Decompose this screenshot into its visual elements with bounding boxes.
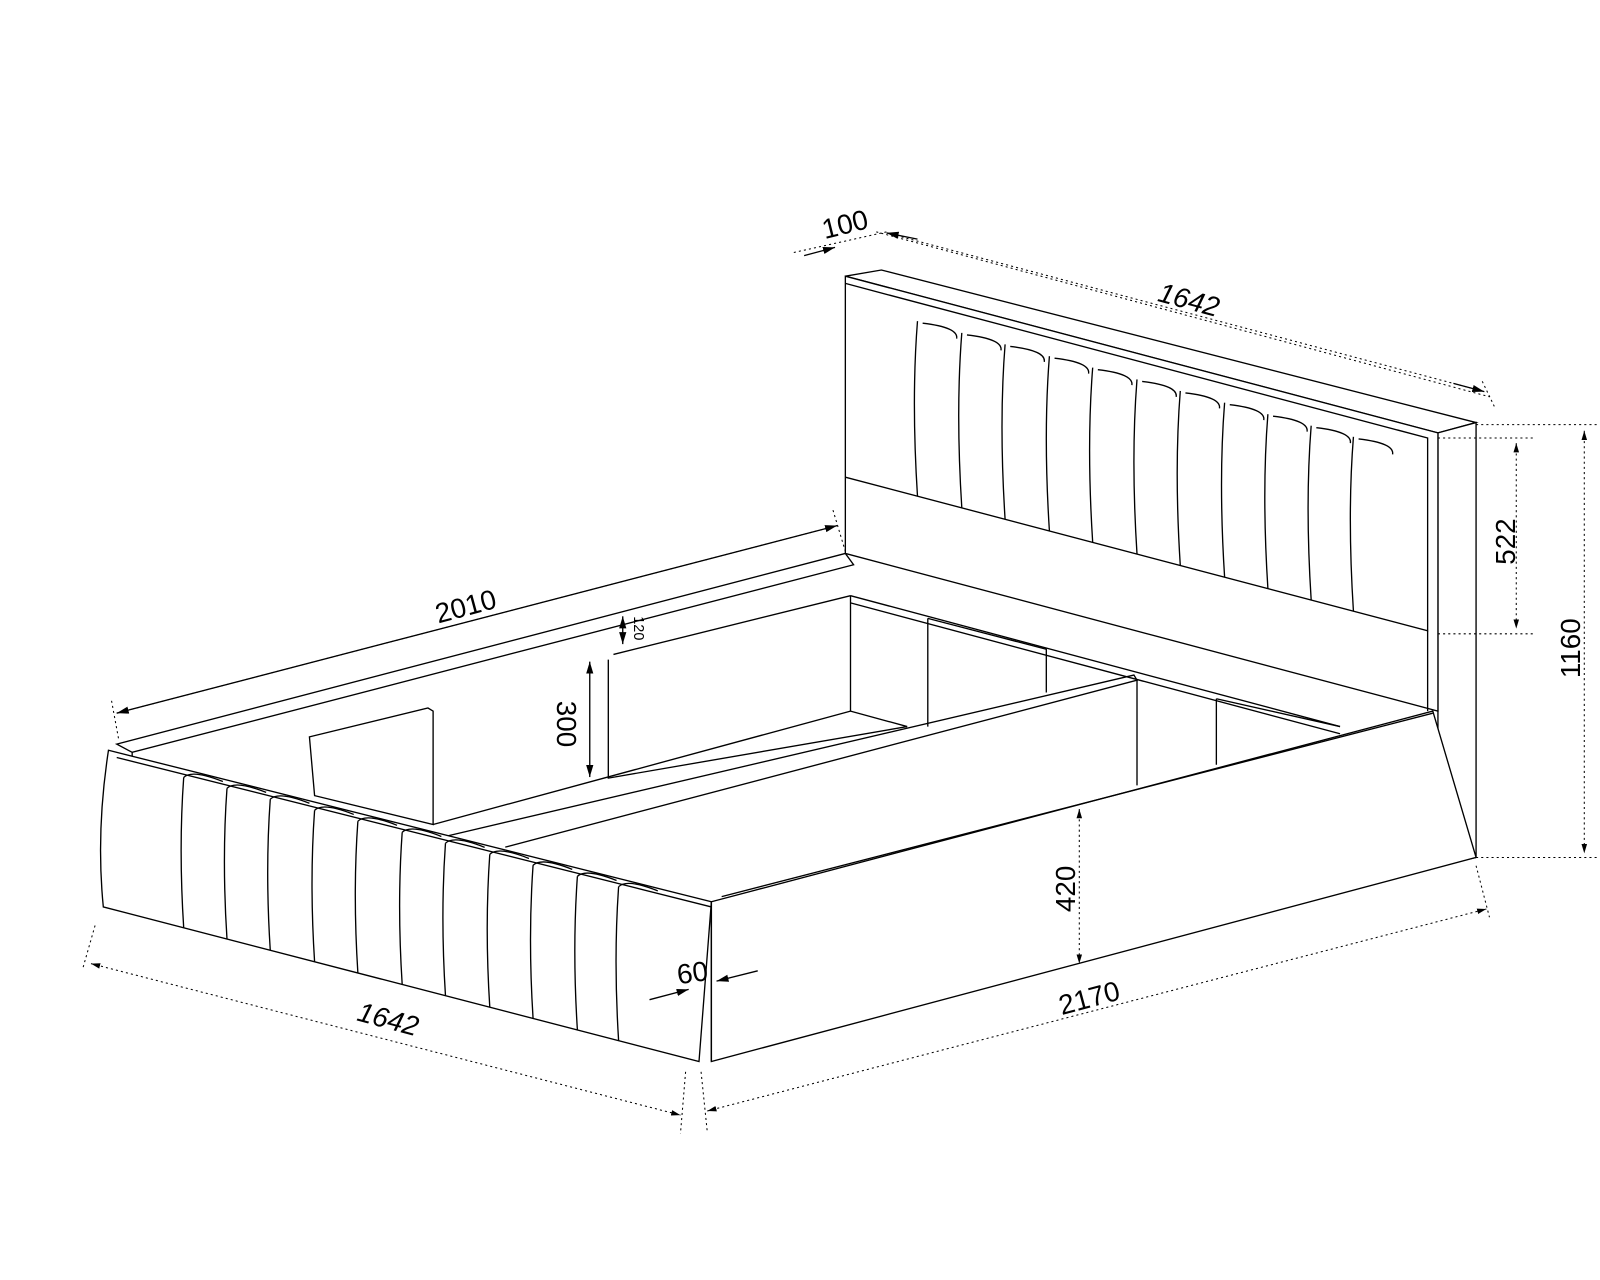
tuft-seam [1054, 357, 1090, 374]
tuft-seam [445, 839, 485, 848]
dim-total-length: 2170 [1055, 975, 1123, 1021]
tuft-seam [1220, 402, 1226, 578]
tuft-seam [223, 788, 228, 940]
tuft-seam [922, 322, 958, 339]
dim-total-height: 1160 [1555, 618, 1586, 678]
tuft-seam [1010, 345, 1045, 363]
dim-footboard-width: 1642 [354, 996, 422, 1042]
tuft-seam [576, 872, 617, 882]
tuft-seam [1264, 414, 1269, 589]
tuft-seam [357, 817, 398, 826]
tuft-seam [267, 799, 271, 951]
dim-frame-height: 420 [1050, 866, 1081, 912]
tuft-seam [311, 810, 316, 962]
dim-headboard-width: 1642 [1155, 277, 1223, 323]
tuft-seam [489, 850, 530, 860]
dim-rail-thickness: 60 [675, 955, 710, 990]
dimension-lines [82, 231, 1598, 1134]
tuft-seam [966, 334, 1002, 351]
tuft-seam [314, 806, 355, 816]
tuft-seam [269, 795, 310, 804]
tuft-seam [1272, 415, 1308, 432]
tuft-seam [913, 321, 919, 497]
tuft-seam [1097, 369, 1133, 386]
tuft-seam [958, 332, 963, 508]
tuft-seam [1316, 427, 1352, 444]
footboard-tufts [180, 773, 659, 1041]
tuft-seam [354, 821, 359, 974]
tuft-seam [1001, 344, 1006, 520]
dim-headboard-thickness: 100 [819, 204, 872, 245]
tuft-seam [532, 861, 573, 870]
dim-panel-height: 522 [1490, 518, 1521, 564]
tuft-seam [1185, 392, 1221, 409]
tuft-seam [180, 777, 185, 928]
tuft-seam [1088, 367, 1094, 543]
dim-slat-gap: 120 [630, 616, 646, 640]
tuft-seam [1142, 380, 1177, 398]
dim-inner-depth: 300 [551, 701, 582, 747]
tuft-seam [618, 882, 659, 892]
tuft-seam [183, 773, 224, 783]
tuft-seam [401, 828, 442, 838]
tuft-seam [226, 784, 267, 794]
tuft-seam [1045, 356, 1051, 532]
tuft-seam [1307, 425, 1312, 601]
tuft-seam [1133, 379, 1138, 555]
tuft-seam [1229, 404, 1265, 421]
headboard [844, 269, 1479, 867]
tuft-seam [1358, 438, 1394, 455]
headboard-tufts [913, 321, 1394, 612]
tuft-seam [1176, 390, 1181, 566]
tuft-seam [1349, 436, 1355, 612]
